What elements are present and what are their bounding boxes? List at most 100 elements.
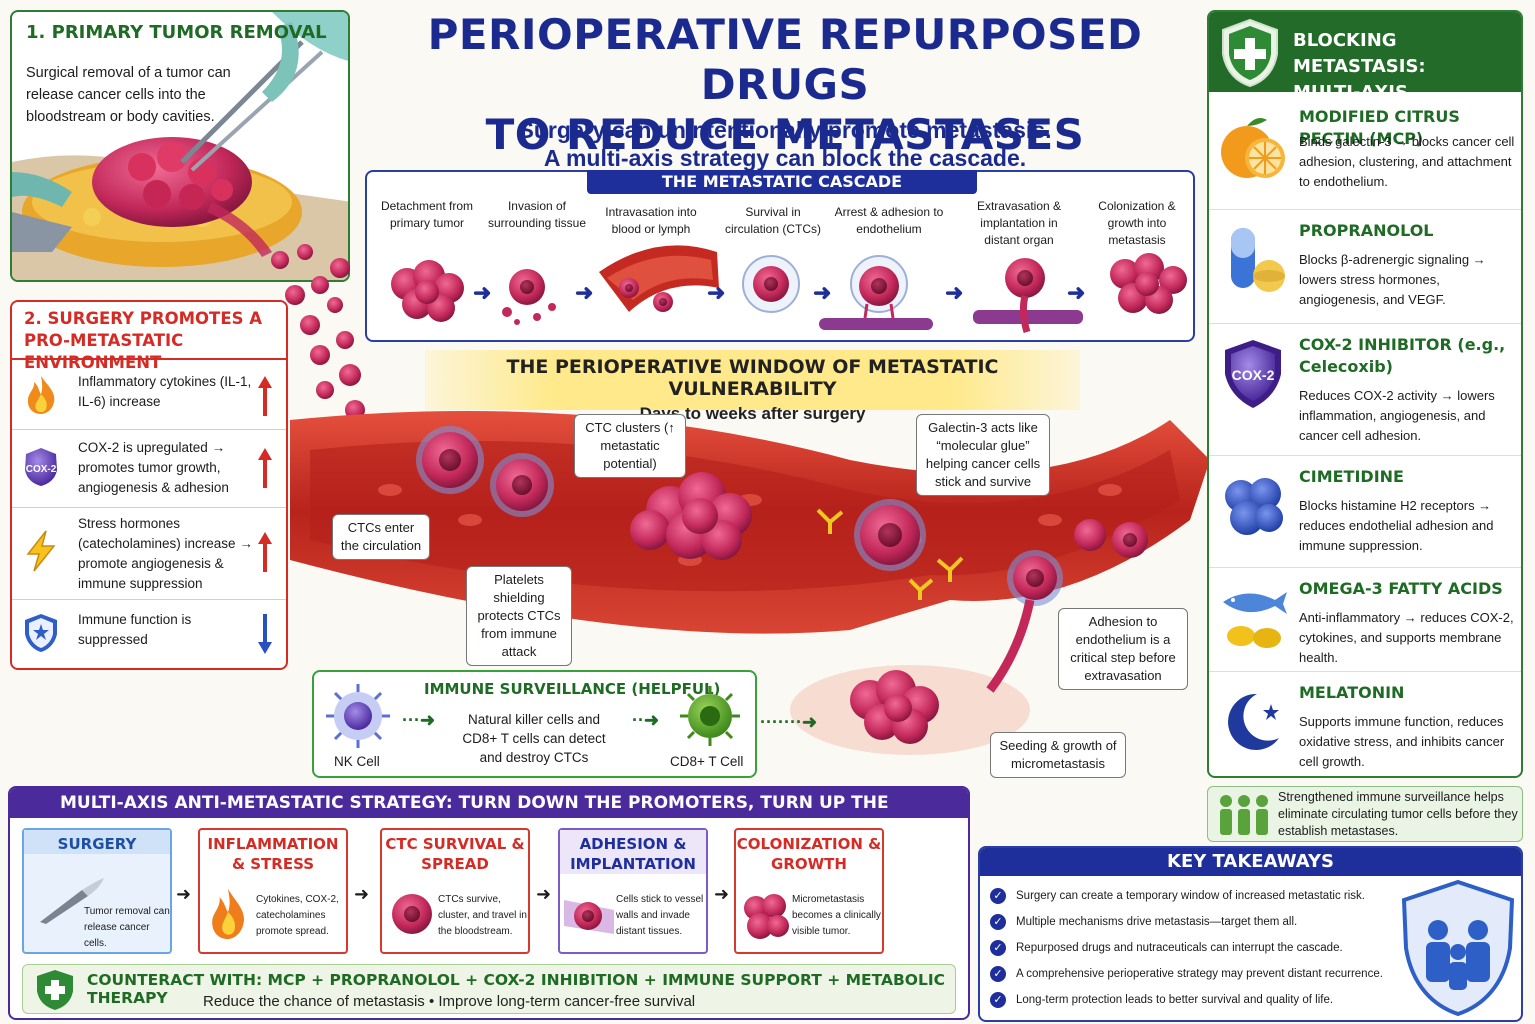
title-line-1: PERIOPERATIVE REPURPOSED DRUGS — [427, 10, 1143, 109]
strategy-box-title: CTC SURVIVAL & SPREAD — [385, 835, 525, 873]
increase-arrow-icon — [258, 532, 272, 572]
panel-1-text: Surgical removal of a tumor can release … — [26, 65, 231, 125]
galectin-ctc — [854, 499, 926, 571]
immune-text: Natural killer cells and CD8+ T cells ca… — [462, 712, 606, 765]
pro-metastatic-panel: 2. SURGERY PROMOTES A PRO-METASTATIC ENV… — [10, 300, 288, 670]
decrease-arrow-icon — [258, 614, 272, 654]
flame-icon — [27, 376, 55, 414]
strategy-box-text: CTCs survive, cluster, and travel in the… — [438, 894, 527, 937]
drug-name: OMEGA-3 FATTY ACIDS — [1299, 579, 1503, 598]
blocking-heading: BLOCKING METASTASIS: MULTI-AXIS PROTECTI… — [1293, 28, 1521, 132]
takeaways-heading: KEY TAKEAWAYS — [980, 848, 1521, 876]
check-icon: ✓ — [990, 992, 1006, 1008]
window-heading: THE PERIOPERATIVE WINDOW OF METASTATIC V… — [506, 356, 999, 400]
counteract-line-1: COUNTERACT WITH: MCP + PROPRANOLOL + COX… — [87, 971, 945, 1007]
drug-melatonin: MELATONIN Supports immune function, redu… — [1209, 672, 1521, 776]
drug-cox2-inhibitor: COX-2 COX-2 INHIBITOR (e.g., Celecoxib) … — [1209, 324, 1521, 456]
drug-name: MODIFIED CITRUS PECTIN (MCP) — [1299, 107, 1460, 148]
drug-description: Reduces COX-2 activity → lowers inflamma… — [1299, 388, 1495, 443]
drug-omega-3: OMEGA-3 FATTY ACIDS Anti-inflammatory → … — [1209, 568, 1521, 672]
drug-description: Blocks histamine H2 receptors → reduces … — [1299, 498, 1494, 553]
vessel-icon — [564, 900, 614, 934]
blocking-heading-line-1: BLOCKING METASTASIS: — [1293, 30, 1426, 77]
extravasation-icon — [973, 258, 1083, 334]
adhesion-callout: Adhesion to endothelium is a critical st… — [1058, 608, 1188, 690]
platelets-callout: Platelets shielding protects CTCs from i… — [466, 566, 572, 666]
strategy-box-inflammation: INFLAMMATION & STRESS Cytokines, COX-2, … — [198, 828, 348, 954]
takeaway-item: ✓A comprehensive perioperative strategy … — [990, 966, 1383, 982]
increase-arrow-icon — [258, 376, 272, 416]
flame-icon — [212, 888, 244, 940]
cascade-arrow-icon: ➜ — [473, 280, 492, 305]
circulating-cell-icon — [742, 255, 800, 313]
takeaway-item: ✓Multiple mechanisms drive metastasis—ta… — [990, 914, 1297, 930]
check-icon: ✓ — [990, 914, 1006, 930]
strategy-arrow-icon: ➜ — [714, 884, 730, 904]
key-takeaways-panel: KEY TAKEAWAYS ✓Surgery can create a temp… — [978, 846, 1523, 1022]
galectin-glue-icons — [816, 508, 964, 600]
window-subheading: Days to weeks after surgery — [639, 404, 866, 423]
drug-cimetidine: CIMETIDINE Blocks histamine H2 receptors… — [1209, 456, 1521, 568]
immune-heading: IMMUNE SURVEILLANCE (HELPFUL) — [424, 680, 721, 698]
micrometastasis — [850, 670, 939, 744]
pill-icon — [1231, 228, 1285, 292]
primary-tumor-panel: 1. PRIMARY TUMOR REMOVAL Surgical remova… — [10, 10, 350, 282]
subtitle-line-2: A multi-axis strategy can block the casc… — [543, 145, 1027, 171]
panel-1-heading: 1. PRIMARY TUMOR REMOVAL — [26, 22, 327, 43]
immune-suppressed-row: Immune function is suppressed — [12, 600, 286, 668]
colonization-icon — [1110, 253, 1187, 314]
stress-hormones-text: Stress hormones (catecholamines) increas… — [78, 516, 253, 591]
cytokines-text: Inflammatory cytokines (IL-1, IL-6) incr… — [78, 374, 252, 409]
counteract-line-2: Reduce the chance of metastasis • Improv… — [203, 993, 696, 1010]
cox2-text: COX-2 is upregulated → promotes tumor gr… — [78, 440, 229, 495]
right-vessel-cells — [1074, 519, 1148, 558]
cytokines-row: Inflammatory cytokines (IL-1, IL-6) incr… — [12, 362, 286, 430]
subtitle: Surgery can unintentionally promote meta… — [360, 116, 1210, 172]
people-icon — [1220, 795, 1268, 835]
ctc-clusters-callout: CTC clusters (↑ metastatic potential) — [574, 414, 686, 478]
strategy-box-text: Cytokines, COX-2, catecholamines promote… — [256, 894, 339, 937]
green-shield-plus-icon — [1222, 18, 1278, 88]
blood-vessel-illustration — [290, 411, 1210, 755]
adhering-ctc — [986, 550, 1063, 693]
takeaway-item: ✓Repurposed drugs and nutraceuticals can… — [990, 940, 1343, 956]
drug-name: MELATONIN — [1299, 683, 1405, 702]
panel-2-heading: 2. SURGERY PROMOTES A PRO-METASTATIC ENV… — [12, 302, 286, 372]
cd8-cell-icon — [680, 686, 740, 746]
green-shield-plus-icon — [37, 970, 73, 1010]
ctc-cluster — [630, 472, 752, 560]
immune-suppressed-text: Immune function is suppressed — [78, 612, 192, 647]
cascade-step-5: Arrest & adhesion to endothelium — [834, 205, 944, 236]
cascade-step-4: Survival in circulation (CTCs) — [724, 205, 821, 236]
dotted-arrow-icon: ··➜ — [632, 710, 660, 730]
drug-name: CIMETIDINE — [1299, 467, 1404, 486]
immune-note: Strengthened immune surveillance helps e… — [1207, 786, 1523, 842]
orange-icon — [1221, 118, 1285, 178]
takeaway-item: ✓Surgery can create a temporary window o… — [990, 888, 1365, 904]
surgery-illustration — [12, 12, 348, 280]
cox2-shield-icon: COX-2 — [1225, 340, 1281, 408]
cascade-step-6: Extravasation & implantation in distant … — [976, 199, 1062, 247]
strategy-box-text: Tumor removal can release cancer cells. — [84, 906, 170, 949]
cascade-step-2: Invasion of surrounding tissue — [487, 199, 587, 230]
lightning-icon — [26, 530, 56, 572]
strategy-box-title: SURGERY — [24, 830, 170, 854]
cox2-icon-label: COX-2 — [26, 464, 57, 475]
cascade-arrow-icon: ➜ — [575, 280, 594, 305]
ctc-cell-2 — [490, 453, 554, 517]
cell-cluster-icon — [1225, 478, 1283, 535]
family-shield-icon — [1401, 879, 1515, 1017]
blocking-heading-line-2: MULTI-AXIS PROTECTION — [1293, 82, 1423, 129]
cascade-arrow-icon: ➜ — [945, 280, 964, 305]
drug-description: Blocks β-adrenergic signaling → lowers s… — [1299, 252, 1486, 307]
cascade-illustrations — [391, 245, 1187, 334]
fish-icon — [1223, 592, 1287, 648]
strategy-arrow-icon: ➜ — [176, 884, 192, 904]
takeaway-item: ✓Long-term protection leads to better su… — [990, 992, 1333, 1008]
arrested-cell-icon — [819, 255, 933, 330]
strategy-box-surgery: SURGERY Tumor removal can release cancer… — [22, 828, 172, 954]
strategy-box-colonization: COLONIZATION & GROWTH Micrometastasis be… — [734, 828, 884, 954]
cd8-cell-label: CD8+ T Cell — [670, 754, 744, 769]
subtitle-line-1: Surgery can unintentionally promote meta… — [518, 117, 1052, 143]
cox2-shield-icon: COX-2 — [25, 448, 57, 486]
